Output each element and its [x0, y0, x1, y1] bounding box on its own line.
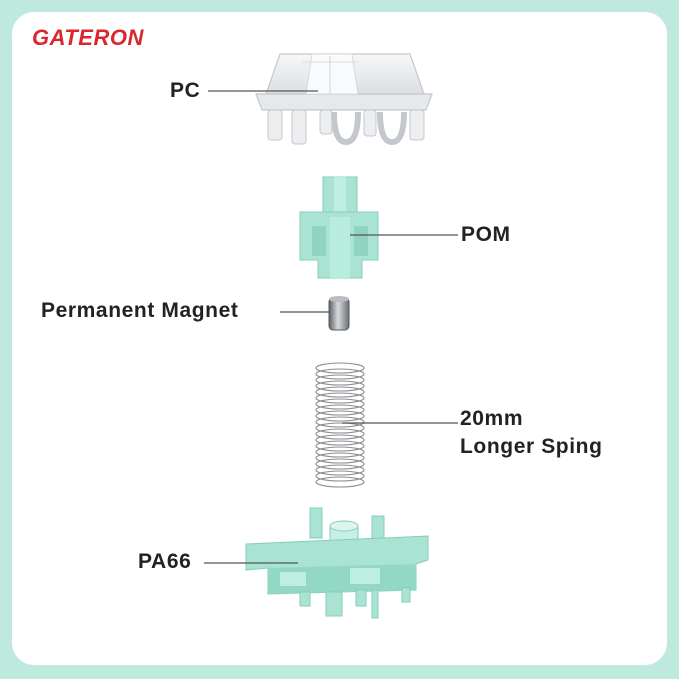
- magnet-illustration: [328, 296, 350, 331]
- product-card: GATERON: [12, 12, 667, 665]
- top-housing-illustration: [255, 53, 433, 146]
- spring-illustration: [315, 362, 365, 488]
- spring-label: 20mm Longer Sping: [460, 405, 603, 461]
- exploded-switch-diagram: [204, 53, 458, 619]
- bottom-housing-illustration: [245, 507, 429, 619]
- magnet-label: Permanent Magnet: [41, 299, 239, 322]
- pom-label: POM: [461, 223, 511, 246]
- spring-label-line2: Longer Sping: [460, 435, 603, 458]
- spring-label-line1: 20mm: [460, 407, 524, 430]
- pa66-label: PA66: [138, 550, 192, 573]
- brand-logo: GATERON: [32, 25, 144, 50]
- stem-illustration: [299, 176, 379, 279]
- pc-label: PC: [170, 79, 201, 102]
